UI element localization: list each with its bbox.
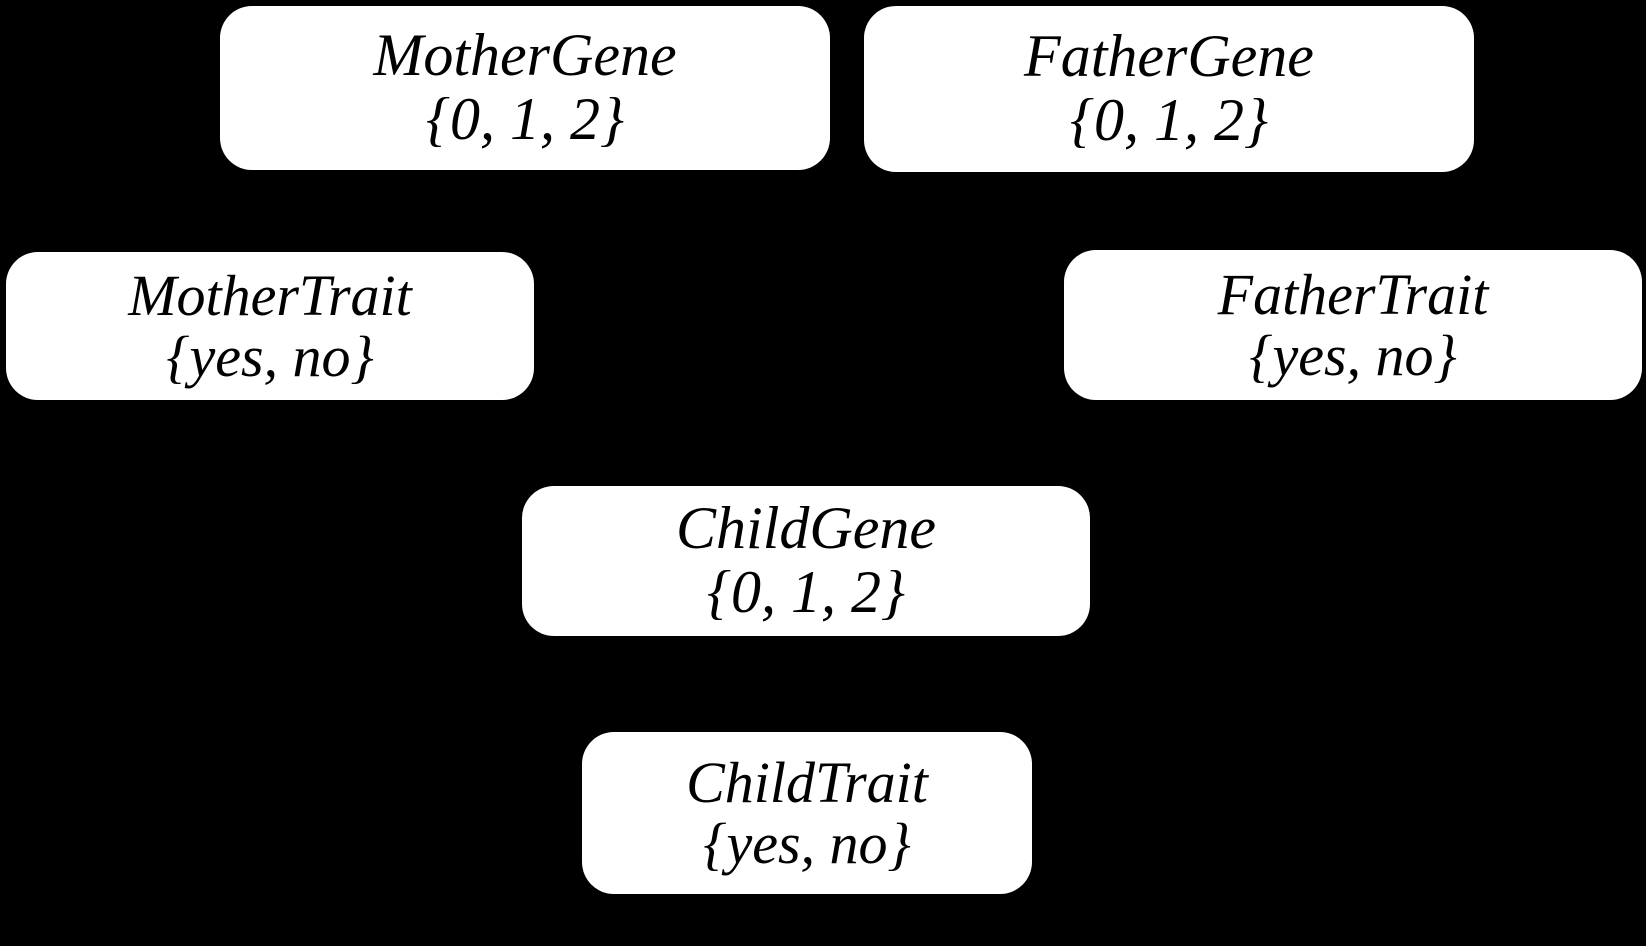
node-mother-gene[interactable]: MotherGene {0, 1, 2} (220, 6, 830, 170)
node-child-trait[interactable]: ChildTrait {yes, no} (582, 732, 1032, 894)
node-mother-trait-domain: {yes, no} (166, 324, 374, 389)
node-mother-trait-label: MotherTrait (128, 262, 412, 328)
node-father-trait[interactable]: FatherTrait {yes, no} (1064, 250, 1642, 400)
node-father-gene[interactable]: FatherGene {0, 1, 2} (864, 6, 1474, 172)
node-mother-trait[interactable]: MotherTrait {yes, no} (6, 252, 534, 400)
node-child-gene-domain: {0, 1, 2} (707, 559, 905, 625)
node-father-trait-label: FatherTrait (1217, 261, 1489, 327)
node-child-trait-domain: {yes, no} (703, 811, 911, 876)
node-father-gene-domain: {0, 1, 2} (1070, 87, 1268, 153)
node-father-trait-domain: {yes, no} (1249, 323, 1457, 388)
node-mother-gene-domain: {0, 1, 2} (426, 86, 624, 152)
node-mother-gene-label: MotherGene (373, 22, 677, 89)
node-father-gene-label: FatherGene (1024, 23, 1314, 90)
node-child-gene[interactable]: ChildGene {0, 1, 2} (522, 486, 1090, 636)
node-child-trait-label: ChildTrait (686, 749, 928, 815)
node-child-gene-label: ChildGene (676, 495, 936, 562)
